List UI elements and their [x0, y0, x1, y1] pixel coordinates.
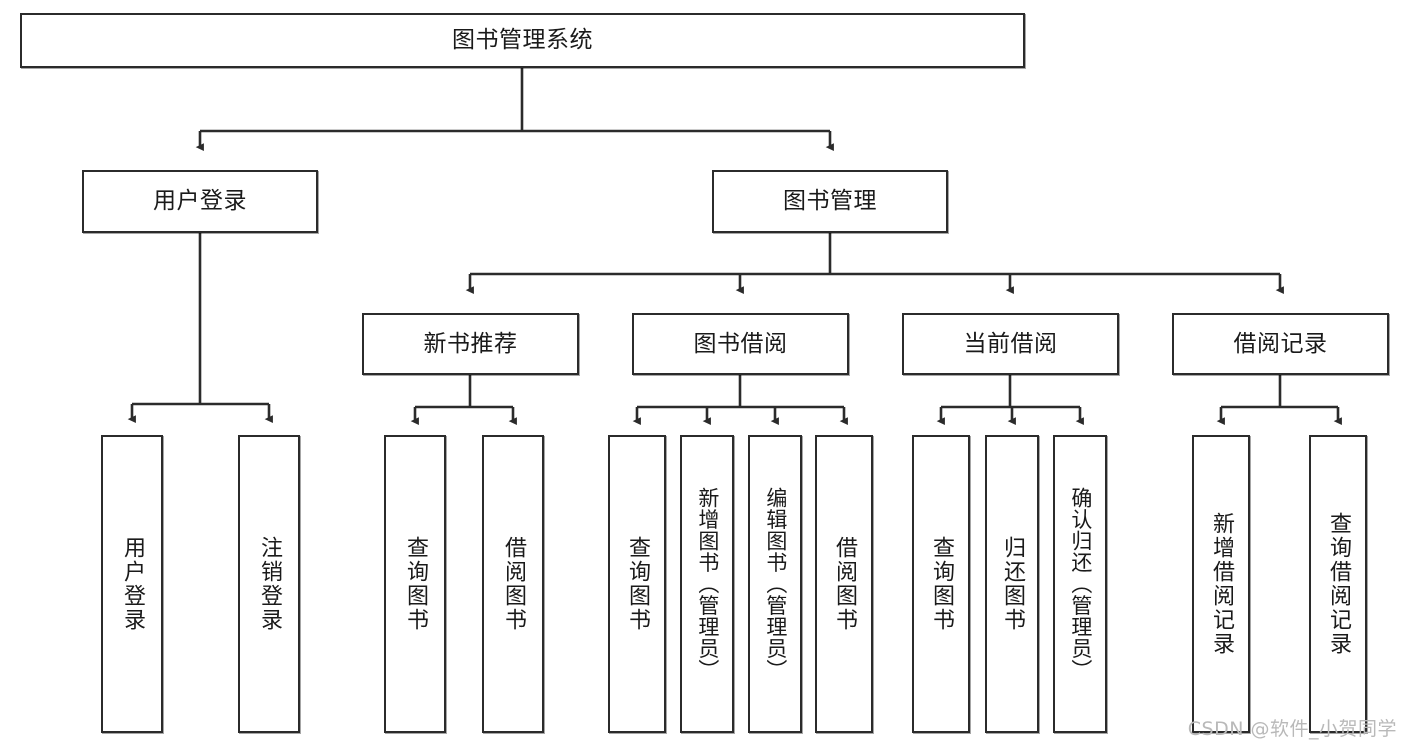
node-current-borrow-label: 当前借阅 [963, 330, 1058, 357]
leaf-confirm-return-admin-label: 确认归还（管理员） [1068, 487, 1093, 681]
leaf-return-book[interactable]: 归还图书 [985, 435, 1039, 733]
node-borrow-record[interactable]: 借阅记录 [1172, 313, 1389, 375]
node-book-borrow-label: 图书借阅 [693, 330, 788, 357]
node-borrow-record-label: 借阅记录 [1233, 330, 1328, 357]
leaf-lend-book[interactable]: 借阅图书 [815, 435, 873, 733]
leaf-query-borrow-record[interactable]: 查询借阅记录 [1309, 435, 1367, 733]
leaf-user-login-label: 用户登录 [119, 536, 145, 632]
node-user-login-label: 用户登录 [153, 188, 247, 215]
leaf-logout-label: 注销登录 [256, 536, 282, 632]
watermark: CSDN @软件_小贺同学 [1187, 718, 1397, 740]
node-book-management-label: 图书管理 [783, 188, 877, 215]
node-book-management[interactable]: 图书管理 [712, 170, 948, 233]
leaf-logout[interactable]: 注销登录 [238, 435, 300, 733]
node-book-borrow[interactable]: 图书借阅 [632, 313, 849, 375]
leaf-return-book-label: 归还图书 [999, 536, 1025, 632]
node-new-book-recommend[interactable]: 新书推荐 [362, 313, 579, 375]
leaf-user-login[interactable]: 用户登录 [101, 435, 163, 733]
leaf-query-book-newbook-label: 查询图书 [402, 536, 428, 632]
leaf-add-book-admin-label: 新增图书（管理员） [695, 487, 720, 681]
leaf-query-book-current-label: 查询图书 [928, 536, 954, 632]
leaf-borrow-book-newbook-label: 借阅图书 [500, 536, 526, 632]
leaf-query-borrow-record-label: 查询借阅记录 [1325, 512, 1351, 656]
node-new-book-recommend-label: 新书推荐 [423, 330, 518, 357]
node-current-borrow[interactable]: 当前借阅 [902, 313, 1119, 375]
leaf-add-borrow-record-label: 新增借阅记录 [1208, 512, 1234, 656]
leaf-add-book-admin[interactable]: 新增图书（管理员） [680, 435, 734, 733]
leaf-query-book-newbook[interactable]: 查询图书 [384, 435, 446, 733]
leaf-query-book-borrow-label: 查询图书 [624, 536, 650, 632]
leaf-edit-book-admin-label: 编辑图书（管理员） [763, 487, 788, 681]
leaf-query-book-borrow[interactable]: 查询图书 [608, 435, 666, 733]
node-user-login[interactable]: 用户登录 [82, 170, 318, 233]
leaf-confirm-return-admin[interactable]: 确认归还（管理员） [1053, 435, 1107, 733]
leaf-query-book-current[interactable]: 查询图书 [912, 435, 970, 733]
leaf-add-borrow-record[interactable]: 新增借阅记录 [1192, 435, 1250, 733]
node-root-label: 图书管理系统 [452, 27, 593, 54]
leaf-edit-book-admin[interactable]: 编辑图书（管理员） [748, 435, 802, 733]
leaf-borrow-book-newbook[interactable]: 借阅图书 [482, 435, 544, 733]
node-root[interactable]: 图书管理系统 [20, 13, 1025, 68]
leaf-lend-book-label: 借阅图书 [831, 536, 857, 632]
